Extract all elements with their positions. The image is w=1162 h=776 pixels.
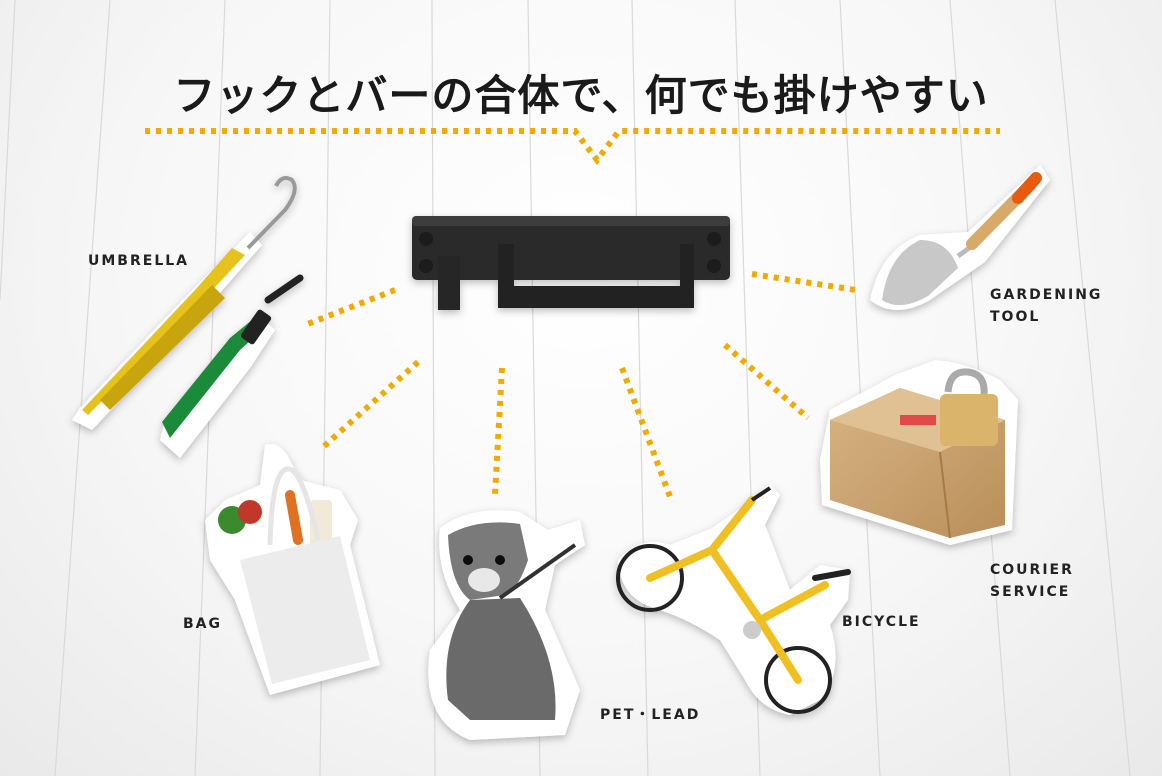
dotted-connectors — [145, 128, 1000, 504]
parcel-box-icon — [820, 360, 1018, 545]
label-courier-service: COURIER SERVICE — [990, 559, 1074, 603]
umbrella-icon — [72, 176, 304, 458]
trowel-icon — [870, 165, 1050, 310]
hook-bar-product — [412, 216, 730, 310]
tote-bag-icon — [205, 444, 380, 695]
label-bicycle: BICYCLE — [842, 614, 921, 630]
bicycle-icon — [616, 484, 851, 715]
page-title: フックとバーの合体で、何でも掛けやすい — [173, 71, 989, 120]
label-courier-line1: COURIER — [990, 562, 1074, 578]
label-bag: BAG — [183, 616, 222, 632]
dog-icon — [428, 510, 585, 740]
label-gardening-line2: TOOL — [990, 309, 1041, 325]
label-umbrella: UMBRELLA — [88, 253, 189, 269]
label-courier-line2: SERVICE — [990, 584, 1071, 600]
label-pet-lead: PET・LEAD — [600, 707, 701, 723]
label-gardening-line1: GARDENING — [990, 287, 1103, 303]
label-gardening-tool: GARDENING TOOL — [990, 284, 1102, 328]
